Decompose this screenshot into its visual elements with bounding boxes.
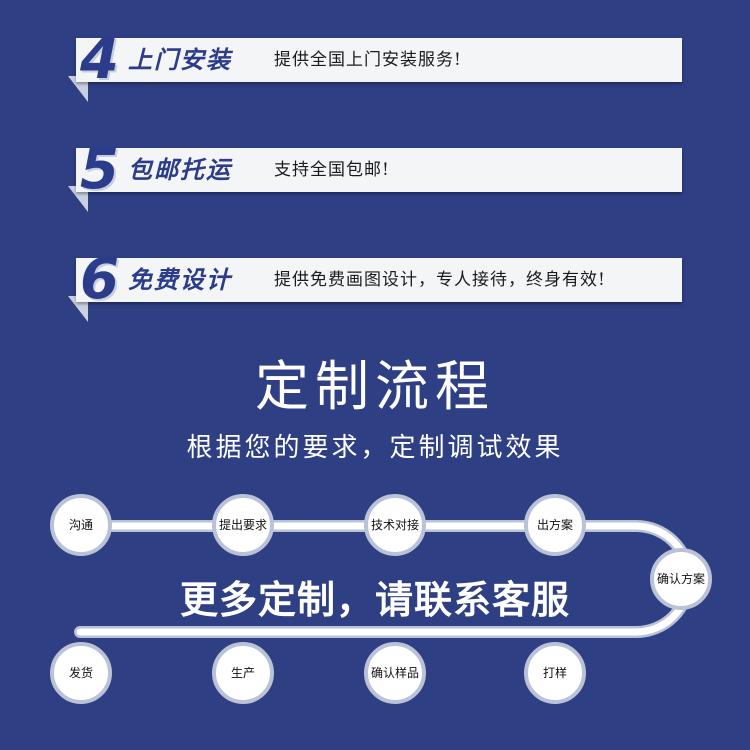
process-step-delivery: 发货 (50, 642, 112, 704)
service-name: 包邮托运 (128, 155, 232, 184)
service-number: 5 (80, 137, 119, 202)
contact-cta: 更多定制，请联系客服 (179, 578, 570, 622)
process-step-requirements: 提出要求 (212, 494, 274, 556)
process-title: 定制流程 (255, 355, 495, 418)
process-step-sample: 打样 (524, 642, 586, 704)
service-description: 提供免费画图设计，专人接待，终身有效! (274, 270, 606, 290)
service-number: 4 (80, 27, 119, 92)
process-step-proposal: 出方案 (524, 494, 586, 556)
process-step-production: 生产 (212, 642, 274, 704)
service-name: 上门安装 (128, 45, 232, 74)
service-item-installation: 4 上门安装 提供全国上门安装服务! (62, 30, 682, 102)
service-item-shipping: 5 包邮托运 支持全国包邮! (62, 140, 682, 212)
process-step-confirm-proposal: 确认方案 (650, 548, 712, 610)
process-step-confirm-sample: 确认样品 (364, 642, 426, 704)
process-step-tech-docking: 技术对接 (364, 494, 426, 556)
service-bar (76, 258, 682, 302)
process-step-communicate: 沟通 (50, 494, 112, 556)
service-description: 支持全国包邮! (274, 160, 390, 180)
process-subtitle: 根据您的要求，定制调试效果 (186, 433, 564, 463)
service-description: 提供全国上门安装服务! (274, 50, 462, 70)
service-name: 免费设计 (128, 265, 232, 294)
service-number: 6 (80, 247, 119, 312)
service-item-design: 6 免费设计 提供免费画图设计，专人接待，终身有效! (62, 250, 682, 322)
service-bar (76, 148, 682, 192)
service-bar (76, 38, 682, 82)
